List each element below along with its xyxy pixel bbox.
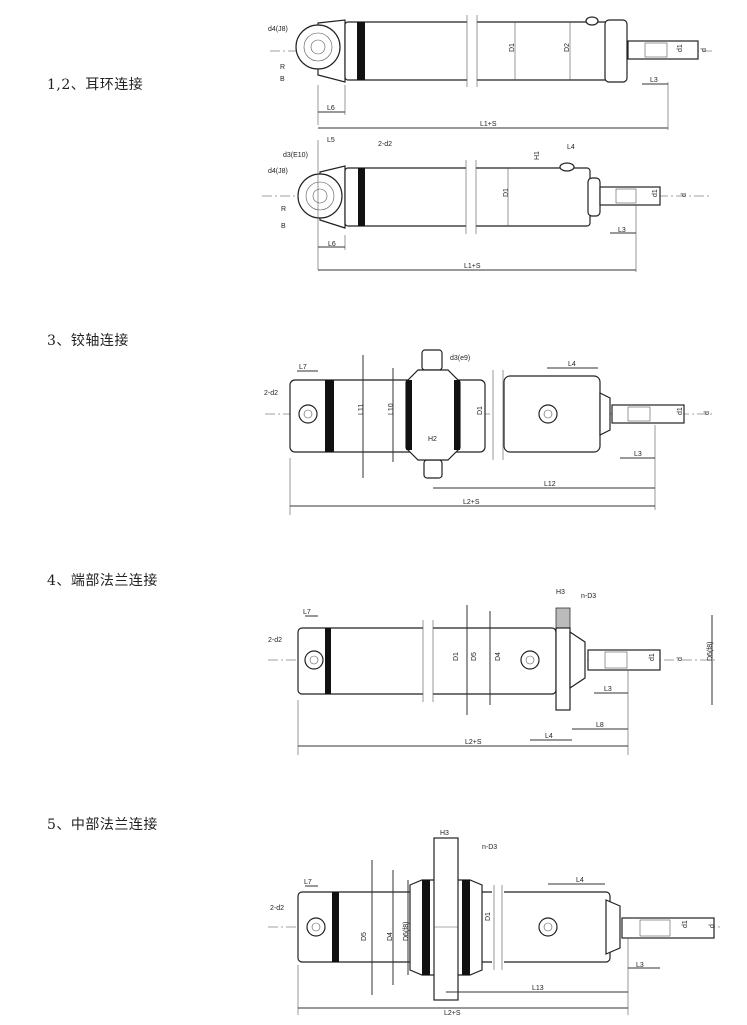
label-d1: d1 [682, 920, 689, 928]
label-D5: D5 [471, 652, 478, 661]
label-d: d [704, 411, 711, 415]
label-d: d [709, 924, 716, 928]
label-D4: D4 [495, 652, 502, 661]
label-d4: d4(J8) [268, 26, 288, 33]
label-L4: L4 [568, 361, 576, 368]
label-n-D3: n-D3 [482, 844, 497, 851]
label-L4: L4 [567, 144, 575, 151]
label-L1S: L1+S [464, 263, 481, 270]
label-D6: D6(f8) [707, 642, 714, 661]
label-L10: L10 [388, 403, 395, 415]
drawing-middle-flange: H3 n-D3 L7 L4 2-d2 D5 D4 D6(f8) D1 d1 d … [268, 830, 720, 1017]
drawing-trunnion: d3(e9) L7 L4 2-d2 L11 L10 D1 d1 d H2 L3 … [264, 349, 715, 515]
label-D1: D1 [503, 188, 510, 197]
label-H3: H3 [556, 589, 565, 596]
label-d: d [701, 48, 708, 52]
label-L2S: L2+S [465, 739, 482, 746]
label-L4: L4 [576, 877, 584, 884]
label-D1: D1 [477, 406, 484, 415]
label-L13: L13 [532, 985, 544, 992]
label-D1: D1 [453, 652, 460, 661]
label-L5: L5 [327, 137, 335, 144]
drawing-end-flange: H3 n-D3 L7 2-d2 D1 D5 D4 d1 d D6(f8) L3 … [268, 589, 715, 755]
label-D6: D6(f8) [403, 922, 410, 941]
label-H3: H3 [440, 830, 449, 837]
label-L12: L12 [544, 481, 556, 488]
drawing-ear-ring-1: d4(J8) R B D1 D2 d1 d L3 L6 L1+S [268, 15, 715, 130]
label-D4: D4 [387, 932, 394, 941]
label-d: d [677, 657, 684, 661]
label-L3: L3 [650, 77, 658, 84]
label-D1: D1 [485, 912, 492, 921]
label-d1: d1 [652, 189, 659, 197]
label-R: R [280, 64, 285, 71]
label-d3: d3(e9) [450, 355, 470, 362]
label-n-D3: n-D3 [581, 593, 596, 600]
label-d1: d1 [649, 653, 656, 661]
label-L4: L4 [545, 733, 553, 740]
label-d1: d1 [677, 44, 684, 52]
label-L2S: L2+S [444, 1010, 461, 1017]
section-heading-ear-ring: 1,2、耳环连接 [47, 77, 144, 93]
label-B: B [280, 76, 285, 83]
label-L2S: L2+S [463, 499, 480, 506]
label-d3: d3(E10) [283, 152, 308, 159]
label-H1: H1 [534, 151, 541, 160]
drawing-ear-ring-2: L5 2-d2 d3(E10) d4(J8) H1 L4 D1 d1 d R B… [262, 137, 712, 272]
label-L3: L3 [618, 227, 626, 234]
label-L11: L11 [358, 404, 365, 415]
label-d1: d1 [677, 407, 684, 415]
label-L7: L7 [299, 364, 307, 371]
label-L1S: L1+S [480, 121, 497, 128]
label-D5: D5 [361, 932, 368, 941]
label-L3: L3 [634, 451, 642, 458]
label-2-d2: 2-d2 [270, 905, 284, 912]
label-L3: L3 [636, 962, 644, 969]
label-L6: L6 [328, 241, 336, 248]
label-2-d2: 2-d2 [264, 390, 278, 397]
label-R: R [281, 206, 286, 213]
label-d4: d4(J8) [268, 168, 288, 175]
label-L3: L3 [604, 686, 612, 693]
label-D2: D2 [564, 43, 571, 52]
label-L6: L6 [327, 105, 335, 112]
label-L7: L7 [304, 879, 312, 886]
section-heading-trunnion: 3、铰轴连接 [47, 333, 129, 349]
section-heading-end-flange: 4、端部法兰连接 [47, 573, 158, 589]
label-H2: H2 [428, 436, 437, 443]
label-D1: D1 [509, 43, 516, 52]
label-B: B [281, 223, 286, 230]
label-2-d2: 2-d2 [378, 141, 392, 148]
section-heading-middle-flange: 5、中部法兰连接 [47, 817, 158, 833]
label-2-d2: 2-d2 [268, 637, 282, 644]
label-d: d [681, 193, 688, 197]
label-L7: L7 [303, 609, 311, 616]
label-L8: L8 [596, 722, 604, 729]
